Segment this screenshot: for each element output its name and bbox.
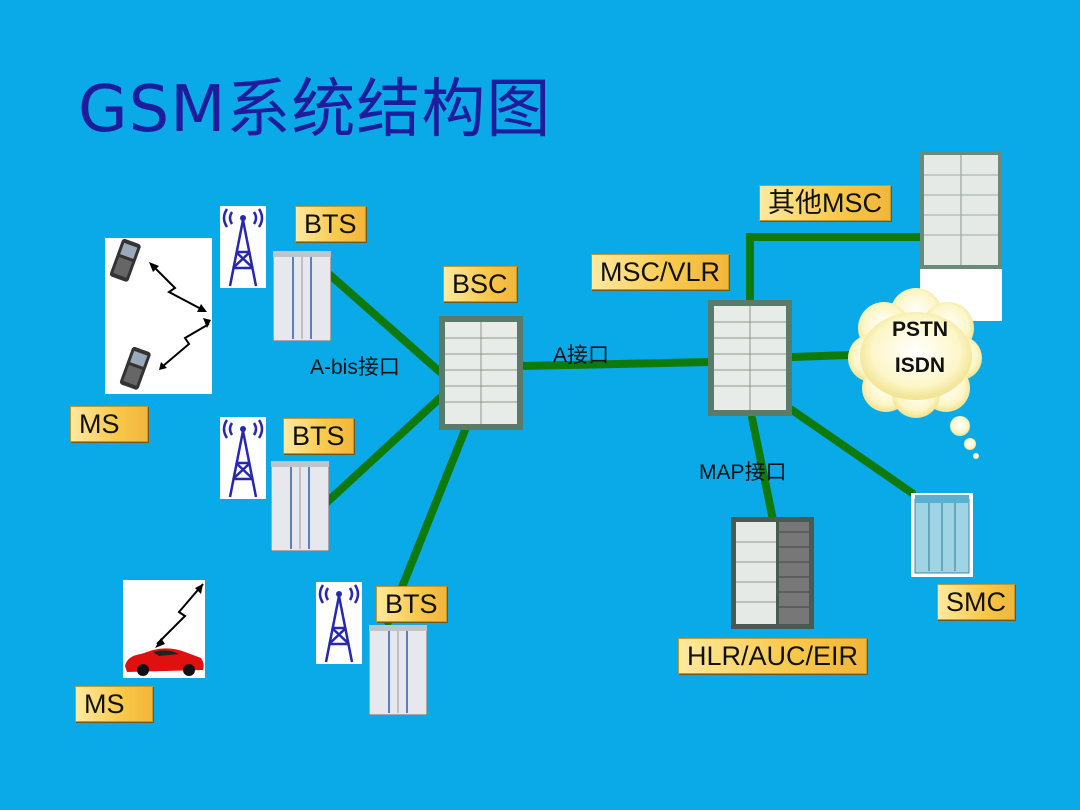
- interface-a-label: A接口: [553, 344, 610, 367]
- label-other-msc: 其他MSC: [759, 185, 891, 221]
- msc-cabinet: [708, 300, 792, 416]
- smc-cabinet: [911, 493, 973, 577]
- label-bts-2: BTS: [283, 418, 354, 454]
- mobile-phone-icon: [119, 346, 151, 390]
- mobile-phone-icon: [109, 238, 141, 282]
- label-smc: SMC: [937, 584, 1015, 620]
- link-bsc-msc: [518, 358, 714, 370]
- link-msc-othermsc: [746, 233, 924, 304]
- cloud-line-pstn: PSTN: [891, 318, 948, 341]
- label-bsc: BSC: [443, 266, 517, 302]
- antenna-tower-2: [220, 417, 266, 499]
- page-title: GSM系统结构图: [78, 73, 552, 147]
- radio-signal-icon: [156, 583, 204, 645]
- antenna-tower-1: [220, 206, 266, 288]
- antenna-tower-3: [316, 582, 362, 664]
- link-msc-hlr: [748, 414, 777, 524]
- link-msc-pstn: [788, 351, 854, 361]
- label-bts-3: BTS: [376, 586, 447, 622]
- interface-abis-label: A-bis接口: [310, 356, 400, 379]
- bsc-cabinet: [439, 316, 523, 430]
- radio-signal-icon: [152, 265, 210, 367]
- bts-cabinet-3: [369, 625, 427, 715]
- pstn-isdn-cloud: [848, 288, 982, 459]
- label-msc-vlr: MSC/VLR: [591, 254, 730, 290]
- cloud-line-isdn: ISDN: [894, 354, 946, 377]
- mobile-phones-image: [105, 238, 212, 394]
- car-icon: [125, 648, 204, 676]
- label-bts-1: BTS: [295, 206, 366, 242]
- car-image: [123, 580, 205, 678]
- link-bts1-bsc: [326, 271, 444, 376]
- link-bts2-bsc: [322, 394, 444, 507]
- antenna-tower-icon: [318, 584, 360, 663]
- bts-cabinet-2: [271, 461, 329, 551]
- interface-map-label: MAP接口: [699, 461, 787, 484]
- hlr-cabinet: [731, 517, 814, 629]
- link-msc-smc: [788, 406, 916, 497]
- antenna-tower-icon: [222, 208, 264, 287]
- label-hlr-auc-eir: HLR/AUC/EIR: [678, 638, 868, 674]
- label-ms-2: MS: [75, 686, 153, 722]
- bts-cabinet-1: [273, 251, 331, 341]
- antenna-tower-icon: [222, 419, 264, 498]
- label-ms-1: MS: [70, 406, 148, 442]
